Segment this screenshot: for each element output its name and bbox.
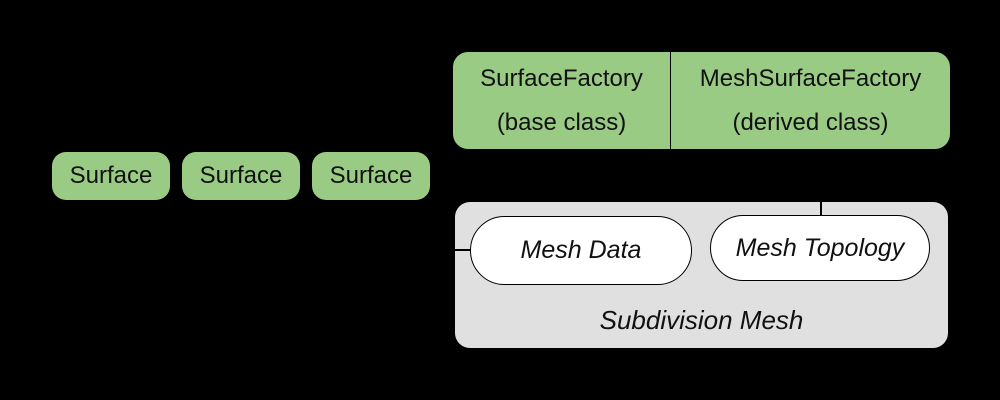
factory-base-title: SurfaceFactory <box>480 64 643 92</box>
connector-mesh-topology-line <box>820 195 822 216</box>
subdivision-mesh-caption: Subdivision Mesh <box>599 305 804 335</box>
surface-node-3: Surface <box>312 152 430 200</box>
mesh-topology-label: Mesh Topology <box>735 233 905 262</box>
factory-box: SurfaceFactory (base class) MeshSurfaceF… <box>453 52 950 149</box>
mesh-topology-oval: Mesh Topology <box>710 215 930 281</box>
surface-node-1-label: Surface <box>69 162 153 189</box>
factory-cell-base: SurfaceFactory (base class) <box>453 52 671 149</box>
factory-cell-derived: MeshSurfaceFactory (derived class) <box>671 52 950 149</box>
factory-base-subtitle: (base class) <box>496 108 627 136</box>
surface-node-2: Surface <box>182 152 300 200</box>
subdivision-mesh-box: Mesh Data Mesh Topology Subdivision Mesh <box>448 195 948 348</box>
surface-node-1: Surface <box>52 152 170 200</box>
mesh-data-oval: Mesh Data <box>470 216 692 285</box>
surface-node-3-label: Surface <box>329 162 413 189</box>
connector-mesh-data-line <box>448 249 472 251</box>
factory-derived-title: MeshSurfaceFactory <box>699 64 922 92</box>
mesh-data-label: Mesh Data <box>520 236 642 264</box>
factory-derived-subtitle: (derived class) <box>732 108 889 136</box>
surface-node-2-label: Surface <box>199 162 283 189</box>
